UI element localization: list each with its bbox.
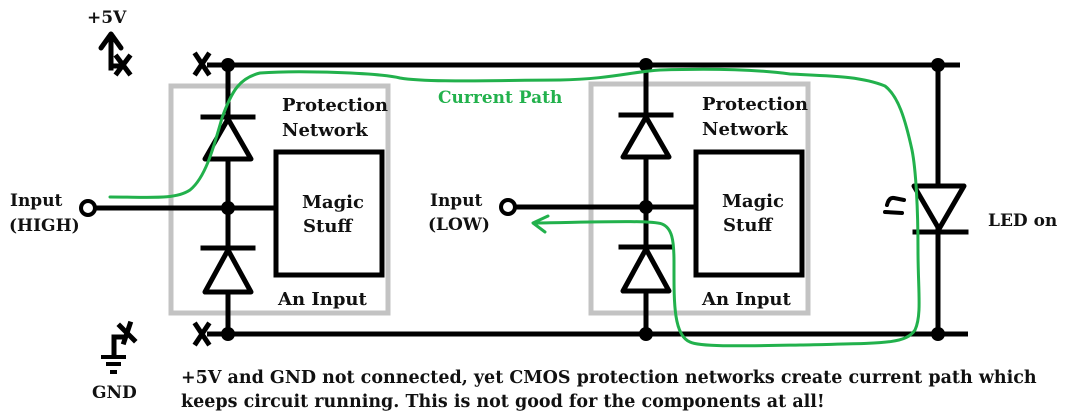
block-footer: An Input [277,289,367,310]
diode-icon [200,245,256,295]
core-label-line1: Magic [722,191,784,212]
diode-icon [618,244,674,294]
input-high-label-line2: (HIGH) [9,216,80,236]
block-title-line2: Network [282,120,368,141]
block-title-line2: Network [702,119,788,140]
led-icon [883,58,969,341]
current-path [108,67,921,348]
input-terminal-icon[interactable] [79,199,97,217]
caption-line1: +5V and GND not connected, yet CMOS prot… [181,368,1037,388]
input-terminal-icon[interactable] [499,198,517,216]
block-footer: An Input [701,289,791,310]
led-label: LED on [988,211,1057,231]
protection-network-box [168,83,391,316]
supply-arrow-icon [98,31,133,77]
current-path-label: Current Path [438,88,562,108]
caption-line2: keeps circuit running. This is not good … [181,392,825,412]
block-title-line1: Protection [282,95,388,116]
ground-icon [101,320,138,374]
magic-stuff-box [693,149,805,278]
supply-label: +5V [87,8,127,28]
disconnect-x-icon [192,321,212,347]
input-high-label-line1: Input [10,191,63,211]
ground-label: GND [92,383,137,403]
magic-stuff-box [273,149,385,278]
core-label-line2: Stuff [723,215,773,236]
core-label-line2: Stuff [303,216,353,237]
input-low-label-line2: (LOW) [428,215,490,235]
disconnect-x-icon [192,51,212,77]
diode-icon [618,112,674,160]
input-block-1: Protection Network Magic Stuff An Input [79,58,391,341]
input-block-2: Protection Network Magic Stuff An Input [499,58,811,341]
core-label-line1: Magic [302,192,364,213]
input-low-label-line1: Input [430,191,483,211]
block-title-line1: Protection [702,94,808,115]
protection-network-box [588,81,811,316]
